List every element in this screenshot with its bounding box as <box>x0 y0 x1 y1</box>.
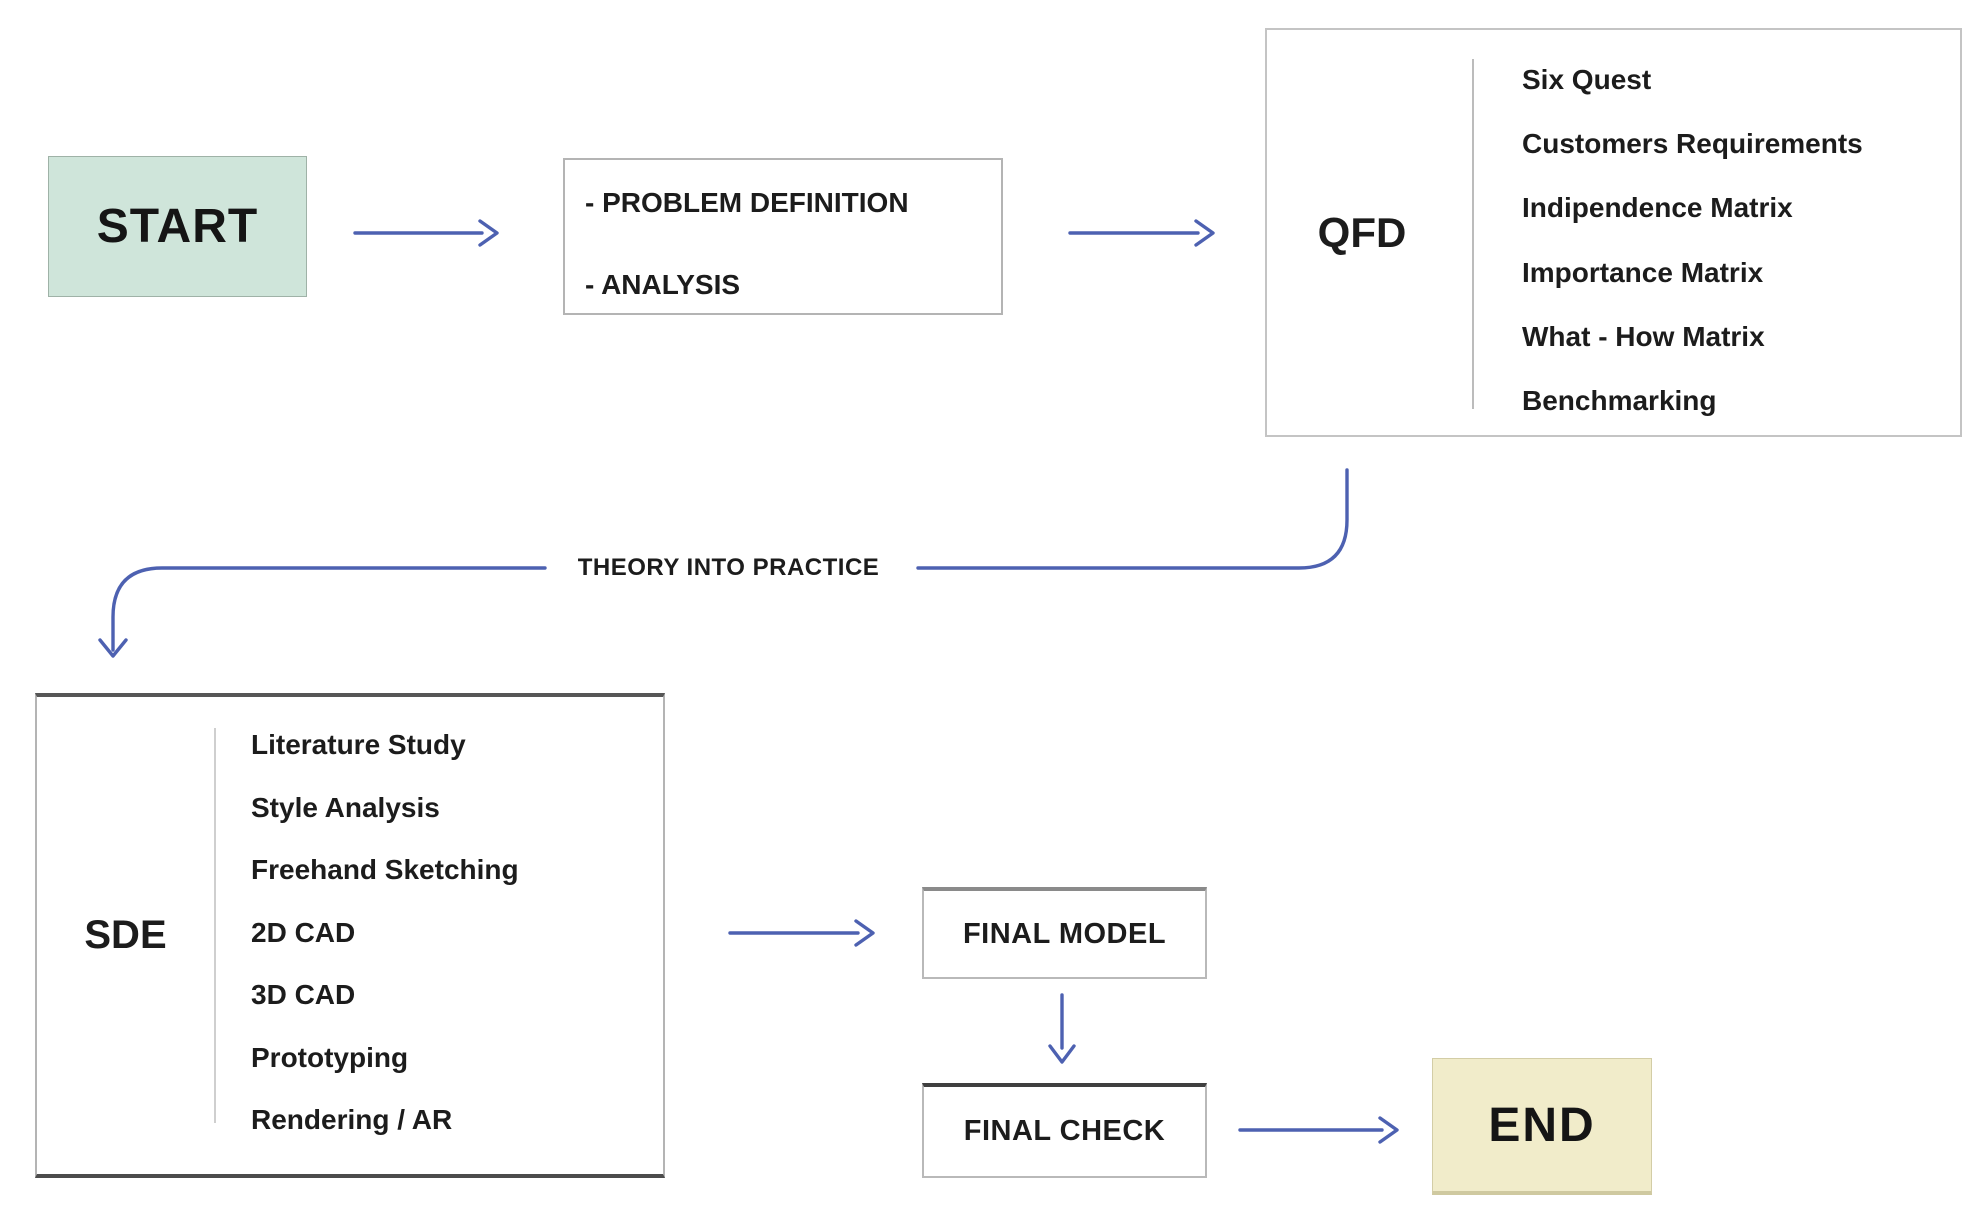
connector-theory-to-sde <box>98 566 547 658</box>
arrow-sde-to-final-model <box>728 919 875 947</box>
end-node: END <box>1432 1058 1652 1195</box>
qfd-item: What - How Matrix <box>1522 320 1765 352</box>
sde-item: Prototyping <box>251 1041 409 1073</box>
start-node: START <box>48 156 307 297</box>
final-check-label: FINAL CHECK <box>963 1115 1166 1147</box>
problem-item-list: - PROBLEM DEFINITION - ANALYSIS <box>585 188 993 300</box>
qfd-item: Six Quest <box>1522 64 1652 95</box>
final-check-node: FINAL CHECK <box>922 1083 1207 1178</box>
arrow-problem-to-qfd <box>1068 219 1215 247</box>
qfd-item-list: Six Quest Customers Requirements Indipen… <box>1522 64 1956 417</box>
sde-item: 3D CAD <box>251 979 356 1010</box>
arrow-start-to-problem <box>353 219 499 247</box>
qfd-node-label: QFD <box>1317 208 1407 256</box>
sde-node: SDE Literature Study Style Analysis Free… <box>35 693 665 1178</box>
qfd-node: QFD Six Quest Customers Requirements Ind… <box>1265 28 1962 437</box>
final-model-node: FINAL MODEL <box>922 887 1207 979</box>
problem-item: - PROBLEM DEFINITION <box>585 187 909 218</box>
qfd-item: Customers Requirements <box>1522 128 1863 160</box>
arrow-final-model-to-final-check <box>1048 993 1076 1064</box>
theory-into-practice-label: THEORY INTO PRACTICE <box>577 554 880 581</box>
final-model-label: FINAL MODEL <box>962 917 1167 950</box>
end-node-label: END <box>1488 1098 1596 1152</box>
arrow-final-check-to-end <box>1238 1116 1399 1144</box>
problem-item: - ANALYSIS <box>585 269 741 300</box>
sde-item-list: Literature Study Style Analysis Freehand… <box>251 729 659 1136</box>
qfd-divider <box>1472 59 1474 409</box>
problem-analysis-node: - PROBLEM DEFINITION - ANALYSIS <box>563 158 1003 315</box>
sde-divider <box>214 728 216 1123</box>
qfd-item: Indipendence Matrix <box>1522 192 1793 224</box>
start-node-label: START <box>96 200 259 253</box>
sde-item: Style Analysis <box>251 791 440 823</box>
sde-item: Literature Study <box>251 729 466 760</box>
connector-qfd-down-right <box>916 468 1349 570</box>
qfd-item: Benchmarking <box>1522 384 1717 416</box>
sde-item: Freehand Sketching <box>251 854 519 885</box>
sde-item: Rendering / AR <box>251 1104 453 1135</box>
sde-item: 2D CAD <box>251 916 356 948</box>
sde-node-label: SDE <box>84 913 167 957</box>
qfd-item: Importance Matrix <box>1522 256 1764 288</box>
